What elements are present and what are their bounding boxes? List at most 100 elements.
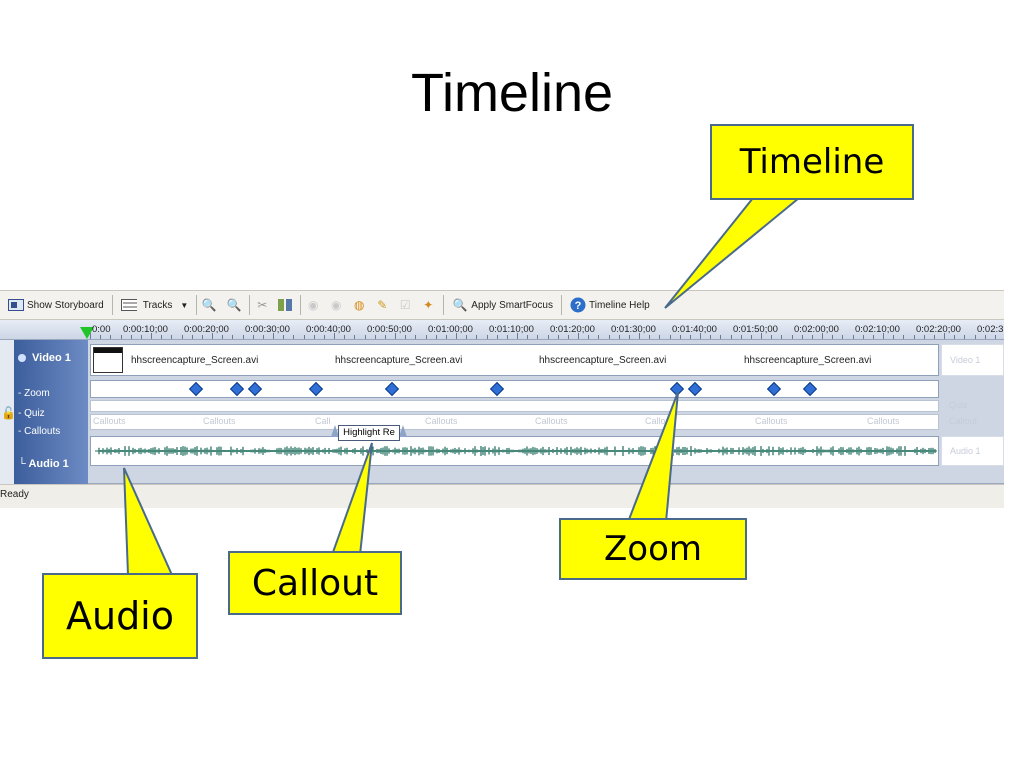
ruler-tick bbox=[740, 335, 742, 339]
callout-handle-left[interactable] bbox=[331, 425, 339, 437]
ruler-time-label: 0:00:50;00 bbox=[367, 324, 412, 335]
timeline-help-button[interactable]: ? Timeline Help bbox=[566, 294, 654, 316]
zoom-annotation: Zoom bbox=[559, 518, 747, 580]
video-row-end-label: Video 1 bbox=[941, 344, 1004, 376]
ruler-tick bbox=[364, 335, 366, 339]
callout-placeholder-label: Callouts bbox=[867, 416, 900, 426]
slide-title: Timeline bbox=[410, 63, 614, 123]
ruler-tick bbox=[232, 335, 234, 339]
ruler-tick bbox=[191, 335, 193, 339]
callouts-row-end-label: Callout bbox=[949, 416, 978, 426]
callout-placeholder-label: Callout bbox=[645, 416, 674, 426]
track-header-zoom[interactable]: - Zoom bbox=[18, 388, 50, 399]
track-header-audio[interactable]: └ Audio 1 bbox=[18, 458, 69, 470]
cut-icon[interactable]: ✂ bbox=[257, 298, 268, 312]
callout-placeholder-label: Callouts bbox=[425, 416, 458, 426]
chevron-down-icon[interactable]: ▼ bbox=[180, 300, 189, 310]
split-icon[interactable] bbox=[277, 297, 293, 313]
ruler-tick bbox=[334, 333, 335, 339]
audio-edit-icon[interactable]: ◍ bbox=[354, 298, 365, 312]
ruler-tick bbox=[872, 335, 874, 339]
ruler-tick bbox=[262, 335, 264, 339]
ruler-tick bbox=[527, 335, 529, 339]
smartfocus-icon: 🔍 bbox=[452, 298, 468, 312]
zoom-in-icon[interactable]: 🔍 bbox=[201, 298, 217, 312]
ruler-tick bbox=[354, 335, 356, 339]
ruler-tick bbox=[578, 333, 579, 339]
video-track-row[interactable]: hhscreencapture_Screen.avi hhscreencaptu… bbox=[90, 344, 939, 376]
ruler-tick bbox=[506, 335, 508, 339]
toolbar-divider bbox=[560, 295, 562, 315]
toolbar-divider bbox=[249, 295, 251, 315]
ruler-tick bbox=[303, 335, 305, 339]
track-label-video: Video 1 bbox=[32, 352, 71, 364]
ruler-tick bbox=[323, 335, 325, 339]
help-icon: ? bbox=[570, 297, 586, 313]
ruler-time-label: 0:00 bbox=[92, 324, 111, 335]
track-label-zoom: Zoom bbox=[24, 388, 50, 399]
video-thumbnail bbox=[93, 347, 123, 373]
ruler-tick bbox=[425, 335, 427, 339]
audio-annotation: Audio bbox=[42, 573, 198, 659]
ruler-tick bbox=[781, 335, 783, 339]
ruler-time-label: 0:00:10;00 bbox=[123, 324, 168, 335]
toolbar-divider bbox=[443, 295, 445, 315]
video-clip-label[interactable]: hhscreencapture_Screen.avi bbox=[744, 355, 872, 366]
ruler-tick bbox=[984, 335, 986, 339]
ruler-tick bbox=[862, 335, 864, 339]
ruler-tick bbox=[293, 335, 295, 339]
ruler-tick bbox=[120, 335, 122, 339]
ruler-tick bbox=[273, 333, 274, 339]
ruler-tick bbox=[801, 335, 803, 339]
apply-smartfocus-button[interactable]: 🔍 Apply SmartFocus bbox=[448, 294, 557, 316]
ruler-tick bbox=[659, 335, 661, 339]
ruler-time-label: 0:02:3 bbox=[977, 324, 1004, 335]
tracks-button[interactable]: Tracks ▼ bbox=[117, 294, 193, 316]
audio-track-row[interactable] bbox=[90, 436, 939, 466]
lock-icon[interactable]: 🔓 bbox=[1, 406, 16, 420]
ruler-time-label: 0:02:20;00 bbox=[916, 324, 961, 335]
ruler-tick bbox=[283, 335, 285, 339]
ruler-tick bbox=[639, 333, 640, 339]
ruler-time-label: 0:00:30;00 bbox=[245, 324, 290, 335]
quiz-track-row[interactable] bbox=[90, 400, 939, 412]
ruler-tick bbox=[181, 335, 183, 339]
ruler-tick bbox=[588, 335, 590, 339]
ruler-tick bbox=[923, 335, 925, 339]
ruler-tick bbox=[171, 335, 173, 339]
audio-row-end-label: Audio 1 bbox=[941, 436, 1004, 466]
quiz-icon[interactable]: ☑ bbox=[399, 298, 411, 312]
remove-marker-icon[interactable]: ◉ bbox=[331, 298, 342, 312]
ruler-tick bbox=[517, 333, 518, 339]
ruler-tick bbox=[242, 335, 244, 339]
ruler-tick bbox=[730, 335, 732, 339]
zoom-out-icon[interactable]: 🔍 bbox=[226, 298, 242, 312]
effects-icon[interactable]: ✦ bbox=[423, 298, 434, 312]
ruler-tick bbox=[456, 333, 457, 339]
track-area: 🔓 Video 1 - Zoom - Quiz - Callouts └ Aud… bbox=[0, 340, 1004, 484]
callout-handle-right[interactable] bbox=[399, 425, 407, 437]
video-clip-label[interactable]: hhscreencapture_Screen.avi bbox=[335, 355, 463, 366]
ruler-tick bbox=[212, 333, 213, 339]
callout-placeholder-label: Call bbox=[315, 416, 331, 426]
callout-icon[interactable]: ✎ bbox=[377, 298, 388, 312]
ruler-tick bbox=[547, 335, 549, 339]
show-storyboard-button[interactable]: Show Storyboard bbox=[4, 294, 108, 316]
highlight-callout-clip[interactable]: Highlight Re bbox=[338, 425, 400, 441]
add-marker-icon[interactable]: ◉ bbox=[308, 298, 319, 312]
ruler-tick bbox=[344, 335, 346, 339]
track-header-video[interactable]: Video 1 bbox=[18, 352, 71, 364]
timeline-panel: Show Storyboard Tracks ▼ 🔍 🔍 ✂ ◉ ◉ ◍ ✎ ☑… bbox=[0, 290, 1004, 508]
track-header-callouts[interactable]: - Callouts bbox=[18, 426, 61, 437]
ruler-tick bbox=[669, 335, 671, 339]
ruler-tick bbox=[496, 335, 498, 339]
track-header-quiz[interactable]: - Quiz bbox=[18, 408, 45, 419]
tracks-label: Tracks bbox=[142, 299, 173, 311]
ruler-time-label: 0:01:20;00 bbox=[550, 324, 595, 335]
zoom-track-row[interactable] bbox=[90, 380, 939, 398]
video-clip-label[interactable]: hhscreencapture_Screen.avi bbox=[131, 355, 259, 366]
video-clip-label[interactable]: hhscreencapture_Screen.avi bbox=[539, 355, 667, 366]
ruler-tick bbox=[628, 335, 630, 339]
